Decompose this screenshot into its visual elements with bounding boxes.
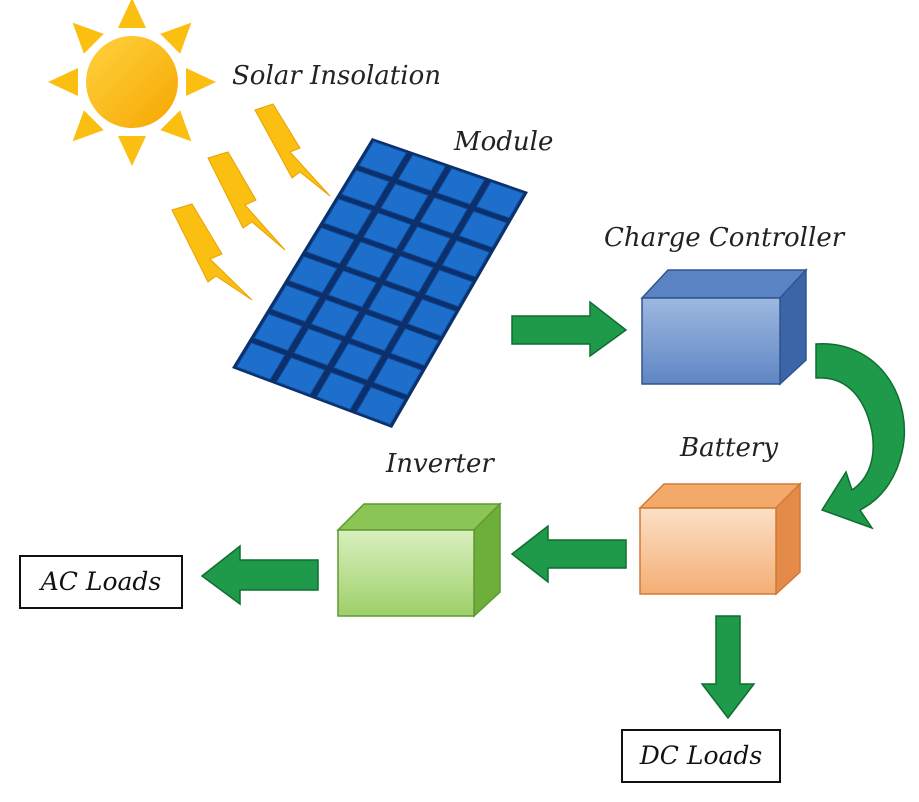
sun-ray (48, 68, 78, 96)
panel-cell (458, 210, 508, 249)
label-dc-loads: DC Loads (639, 741, 763, 770)
sun-ray (72, 22, 104, 54)
panel-cell (407, 298, 457, 337)
panel-cell (355, 386, 406, 426)
panel-cell (402, 226, 451, 264)
panel-cell (419, 196, 469, 235)
label-charge-controller: Charge Controller (604, 223, 846, 253)
panel-cell (235, 342, 286, 381)
panel-cell (270, 284, 321, 323)
ac-loads-box (19, 555, 183, 609)
panel-cell (380, 183, 429, 221)
panel-cell (397, 154, 447, 192)
panel-cell (253, 313, 303, 352)
panel-cell (367, 284, 417, 323)
panel-cell (315, 371, 366, 411)
panel-cell (340, 169, 390, 207)
sun-icon (48, 0, 216, 166)
panel-cell (275, 356, 326, 396)
panel-cell (424, 269, 474, 308)
label-ac-loads: AC Loads (39, 567, 162, 596)
sun-ray (118, 0, 146, 28)
label-module: Module (453, 127, 553, 157)
panel-cell (441, 239, 491, 278)
label-inverter: Inverter (385, 449, 495, 479)
panel-cell (333, 342, 383, 381)
panel-cell (310, 299, 360, 337)
arrow-battery-to-dc-loads (700, 615, 756, 720)
panel-cell (475, 181, 525, 219)
panel-cell (327, 270, 378, 308)
panel-cell (288, 255, 338, 294)
panel-cell (390, 327, 440, 367)
label-battery: Battery (679, 433, 778, 463)
sun-ray (160, 22, 192, 54)
panel-cell (358, 140, 408, 178)
solar-panel-icon (232, 138, 528, 428)
dc-loads-box (621, 729, 781, 783)
label-solar-insolation: Solar Insolation (232, 61, 441, 91)
charge-controller-box (640, 268, 808, 386)
panel-cell (293, 327, 343, 366)
arrow-battery-to-inverter (510, 524, 627, 584)
lightning-bolt-icon (171, 103, 331, 301)
sun-ray (160, 110, 192, 142)
arrow-controller-to-battery (815, 343, 906, 530)
arrow-inverter-to-ac-loads (200, 544, 319, 606)
sun-ray (72, 110, 104, 142)
panel-cell (345, 241, 395, 279)
panel-cell (436, 167, 486, 205)
panel-cell (350, 313, 400, 352)
panel-cell (384, 255, 434, 293)
sun-ray (186, 68, 216, 96)
arrow-module-to-controller (511, 300, 628, 358)
panel-cell (305, 227, 356, 265)
sun-ray (118, 136, 146, 166)
panel-cell (323, 198, 373, 236)
inverter-box (336, 502, 502, 618)
panel-cell (372, 357, 423, 396)
panel-cell (362, 212, 412, 250)
battery-box (638, 482, 802, 596)
